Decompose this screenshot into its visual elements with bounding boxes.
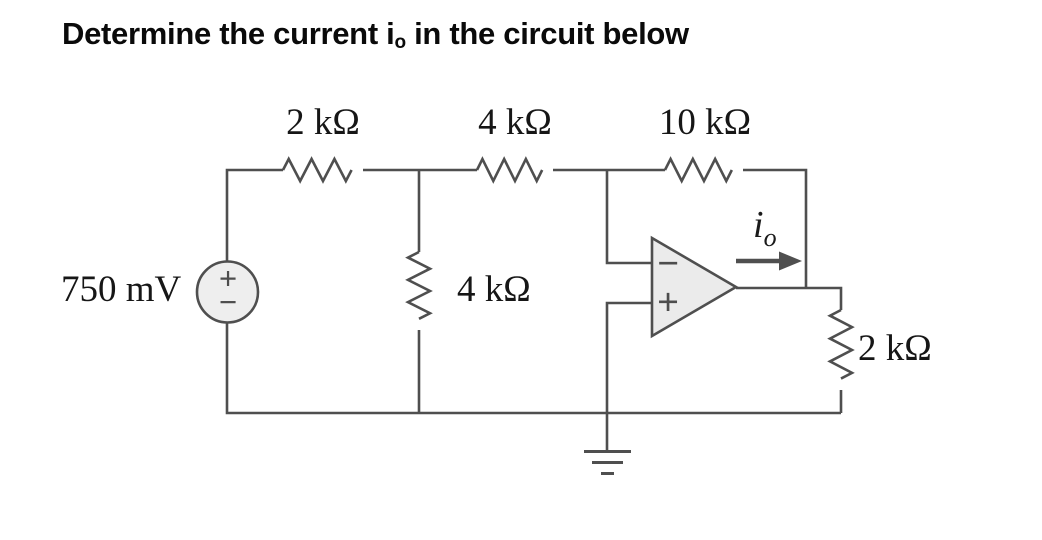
source-plus-symbol: + <box>218 260 238 296</box>
problem-title-suffix: in the circuit below <box>405 16 689 51</box>
wire-output <box>736 286 843 310</box>
source-minus-symbol: − <box>218 284 238 320</box>
resistor-shunt-label: 4 kΩ <box>457 269 531 310</box>
voltage-source-circle <box>195 260 260 324</box>
voltage-source-label: 750 mV <box>61 269 182 310</box>
output-current-subscript: o <box>763 223 777 252</box>
wire-feedback-down <box>743 168 808 288</box>
resistor-top-right-label: 10 kΩ <box>658 102 752 143</box>
output-current-symbol: i <box>753 204 764 246</box>
output-current-label: io <box>753 206 777 251</box>
wire-noninverting-input <box>605 301 652 413</box>
opamp-noninverting-symbol: + <box>657 281 679 323</box>
opamp-inverting-symbol: − <box>657 242 679 284</box>
problem-title-prefix: Determine the current i <box>62 16 395 51</box>
resistor-top-middle-label: 4 kΩ <box>478 102 552 143</box>
resistor-load-label: 2 kΩ <box>858 328 932 369</box>
resistor-top-left-label: 2 kΩ <box>286 102 360 143</box>
resistor-top-middle-zigzag <box>475 156 544 184</box>
ground-icon <box>584 413 631 475</box>
problem-title: Determine the current io in the circuit … <box>62 16 689 54</box>
opamp-triangle <box>650 235 739 339</box>
wire-source-to-top-rail <box>225 168 283 262</box>
resistor-top-left-zigzag <box>281 156 353 184</box>
resistor-top-right-zigzag <box>663 156 733 184</box>
problem-title-subscript: o <box>394 32 406 53</box>
output-current-arrow <box>736 251 802 271</box>
wire-inverting-input <box>605 170 652 265</box>
wire-bottom-rail <box>225 322 841 415</box>
resistor-shunt-zigzag <box>405 250 433 320</box>
arrow-head <box>779 251 802 271</box>
resistor-load-zigzag <box>827 308 855 380</box>
